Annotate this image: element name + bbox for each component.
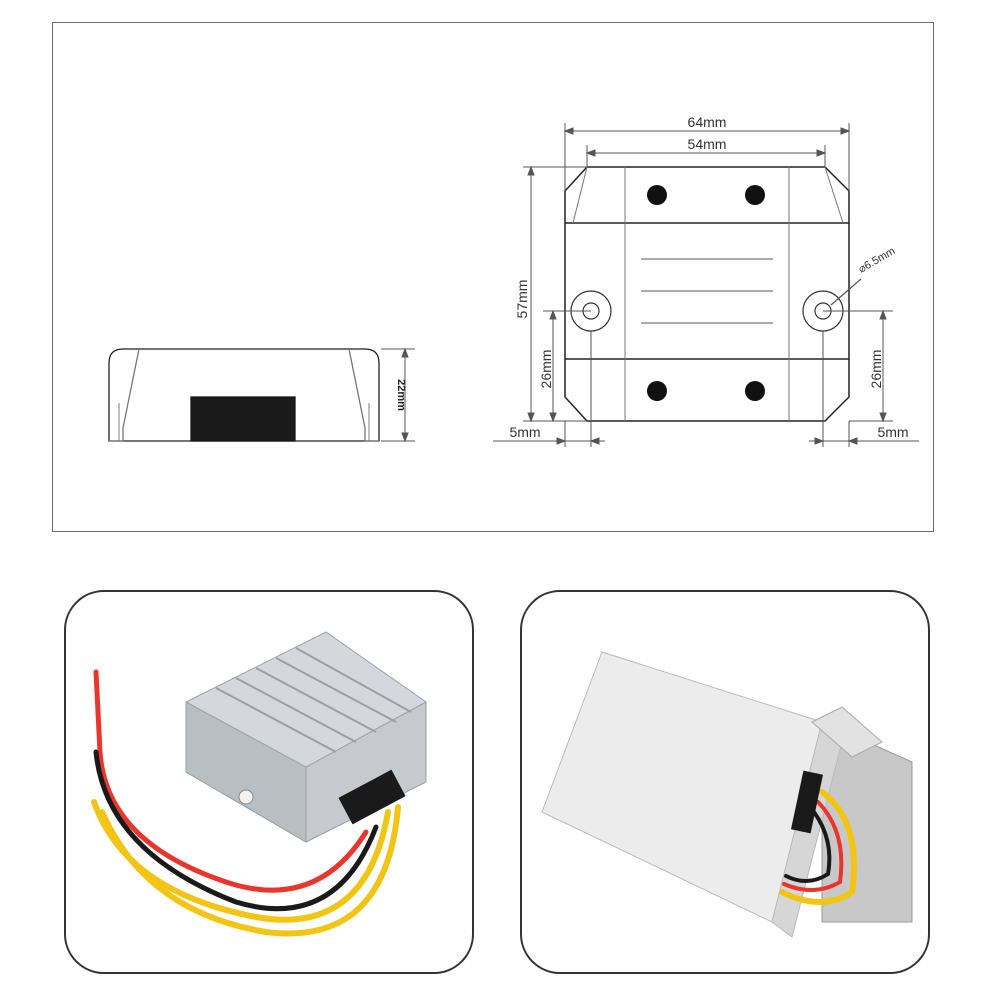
side-view-height-dimension xyxy=(381,347,415,443)
heatsink-body xyxy=(185,631,427,843)
hole-diameter-label: ⌀6.5mm xyxy=(857,245,898,276)
product-photo-box xyxy=(520,590,930,974)
left-hole-height-dimension xyxy=(543,309,591,423)
technical-drawing-frame: 22mm ⌀6.5mm xyxy=(52,22,934,532)
right-hole-height-label: 26mm xyxy=(868,350,884,389)
height-label: 57mm xyxy=(514,280,530,319)
box-illustration xyxy=(541,651,913,938)
left-hole-height-label: 26mm xyxy=(538,350,554,389)
left-margin-dimension xyxy=(493,331,605,447)
box-wires xyxy=(779,789,857,905)
width-outer-label: 64mm xyxy=(688,114,727,130)
width-64-dimension xyxy=(563,123,851,191)
height-57-dimension xyxy=(523,165,587,423)
open-box xyxy=(541,651,913,938)
right-margin-label: 5mm xyxy=(877,424,908,440)
side-view xyxy=(108,348,380,442)
width-54-dimension xyxy=(585,145,827,167)
product-photo-heatsink xyxy=(64,590,474,974)
right-margin-dimension xyxy=(809,331,919,447)
technical-drawing: 22mm ⌀6.5mm xyxy=(108,114,919,447)
right-hole-height-dimension xyxy=(823,309,893,423)
left-margin-label: 5mm xyxy=(509,424,540,440)
side-height-label: 22mm xyxy=(395,379,407,411)
screw-dots xyxy=(647,185,765,401)
wires xyxy=(91,669,401,937)
heatsink-illustration xyxy=(91,631,427,937)
top-view xyxy=(564,166,850,422)
width-inner-label: 54mm xyxy=(688,136,727,152)
